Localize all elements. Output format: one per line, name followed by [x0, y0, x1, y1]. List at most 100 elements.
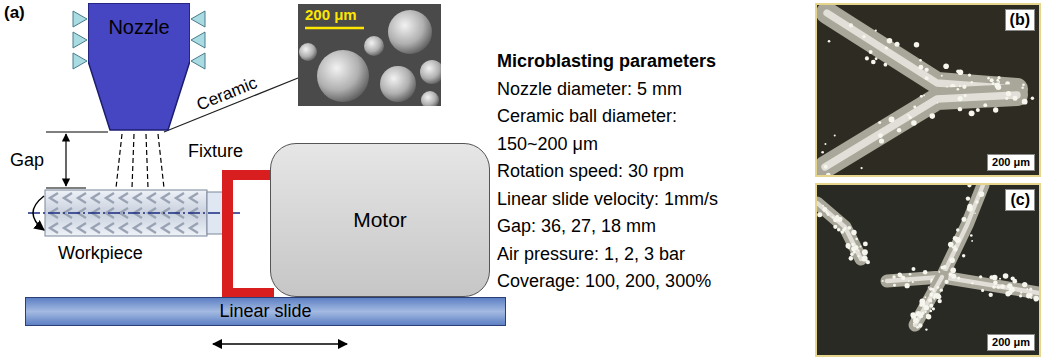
speckle: [887, 38, 893, 44]
motor-box: Motor: [270, 143, 490, 297]
edge-label: Ceramic: [193, 73, 259, 115]
edge-label-slot: Ceramic: [193, 73, 259, 115]
speckle: [930, 300, 932, 302]
speckle: [871, 60, 876, 65]
feature-highlight: [817, 203, 861, 259]
speckle: [950, 268, 956, 274]
panel-tag: (b): [1005, 9, 1035, 31]
speckle: [889, 117, 895, 123]
speckle: [1011, 276, 1015, 280]
support-triangle: [191, 32, 205, 48]
speckle: [970, 234, 973, 237]
speckle: [863, 241, 868, 246]
speckle: [967, 185, 971, 188]
speckle: [844, 227, 846, 229]
feature-band: [827, 13, 1017, 89]
speckle: [958, 239, 960, 241]
feature-highlight: [942, 277, 1039, 293]
linear-slide-bar: Linear slide: [25, 297, 506, 326]
speckle: [1007, 283, 1012, 288]
label-slot: Linear slide velocity: 1mm/s: [497, 186, 718, 214]
speckle: [834, 135, 836, 137]
speckle: [914, 42, 919, 47]
speckle: [970, 81, 972, 83]
speckle: [837, 228, 840, 231]
speckle: [1013, 96, 1018, 101]
feature-highlight: [887, 185, 983, 281]
speckle: [1033, 296, 1039, 302]
chevron: [176, 223, 184, 233]
speckle: [897, 272, 902, 277]
ceramic-ball: [388, 10, 432, 54]
speckle: [938, 299, 942, 303]
speckle: [924, 68, 928, 72]
speckle: [826, 173, 831, 175]
speckle: [964, 94, 967, 97]
speckle: [925, 328, 927, 330]
ceramic-ball: [421, 91, 439, 106]
speckle: [990, 78, 994, 82]
speckle: [1029, 288, 1032, 291]
speckle: [956, 69, 960, 73]
speckle: [923, 270, 928, 275]
speckle: [885, 46, 888, 49]
speckle: [934, 293, 939, 298]
speckle: [909, 273, 912, 276]
speckle: [912, 281, 914, 283]
speckle: [879, 138, 884, 143]
speckle: [1026, 288, 1028, 290]
blast-stream: [116, 134, 164, 188]
speckle: [929, 113, 935, 119]
ceramic-ball: [299, 43, 317, 61]
speckle: [911, 120, 917, 126]
speckle: [924, 311, 926, 313]
fixture-bracket: [222, 170, 274, 298]
speckle: [992, 285, 996, 289]
feature-band: [915, 277, 942, 325]
speckle: [971, 282, 973, 284]
label-slot: Ceramic ball diameter: 150~200 μm: [497, 103, 737, 158]
micrograph-panel: (b)200 μm: [815, 3, 1041, 177]
dimension-arrow: [65, 134, 66, 186]
speckle: [1021, 86, 1023, 88]
nozzle-body: [88, 3, 190, 130]
chevron: [106, 223, 114, 233]
speckle: [865, 56, 869, 60]
chevron: [120, 193, 128, 203]
speckle: [918, 323, 923, 328]
chevron: [92, 193, 100, 203]
speckle: [999, 278, 1001, 280]
feature-band: [887, 185, 983, 281]
parameter-line: Coverage: 100, 200, 300%: [497, 268, 711, 296]
parameter-line: Nozzle diameter: 5 mm: [497, 76, 682, 104]
fixture-arm: [222, 170, 274, 180]
panel-letter: (a): [4, 3, 25, 23]
speckle: [913, 323, 915, 325]
feature-band: [817, 203, 861, 259]
chevron: [120, 223, 128, 233]
chevron: [134, 223, 142, 233]
node-text: 200 μm: [305, 6, 357, 23]
speckle: [855, 238, 858, 241]
sem-background: [298, 4, 441, 106]
speckle: [1020, 291, 1022, 293]
speckle: [923, 95, 925, 97]
support-triangle: [73, 32, 87, 48]
speckle: [941, 266, 945, 270]
speckle: [907, 114, 909, 116]
dimension-label: Gap: [10, 150, 44, 171]
speckle: [974, 212, 976, 214]
chevron: [134, 193, 142, 203]
speckle: [905, 283, 910, 288]
speckle: [817, 212, 822, 217]
chevron: [78, 193, 86, 203]
speckle: [951, 274, 956, 279]
speckle: [824, 143, 826, 145]
speckle: [997, 76, 1000, 79]
sem-image: 200 μm: [298, 4, 441, 106]
speckle: [836, 215, 839, 218]
speckle: [962, 254, 965, 257]
speckle: [848, 247, 850, 249]
speckle: [860, 167, 862, 169]
parameter-line: Linear slide velocity: 1mm/s: [497, 186, 718, 214]
